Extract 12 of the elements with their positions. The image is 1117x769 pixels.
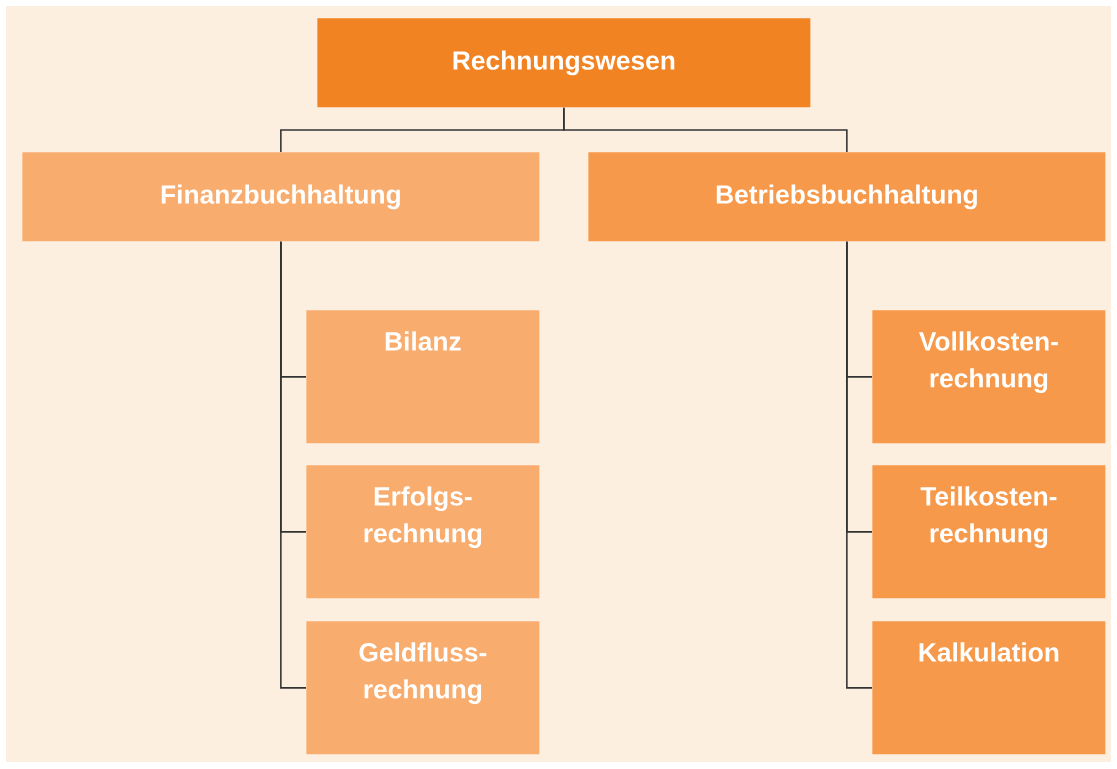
category-box: Erfolgs- rechnung — [306, 465, 540, 599]
connector-line — [846, 240, 873, 689]
category-box: Vollkosten- rechnung — [872, 310, 1106, 444]
category-box: Teilkosten- rechnung — [872, 465, 1106, 599]
connector-line — [563, 106, 848, 153]
heading-box: Rechnungswesen — [317, 18, 811, 108]
heading-box: Finanzbuchhaltung — [22, 152, 540, 242]
category-box: Bilanz — [306, 310, 540, 444]
connector-line — [280, 240, 307, 689]
category-box: Geldfluss- rechnung — [306, 621, 540, 755]
category-box: Kalkulation — [872, 621, 1106, 755]
heading-box: Betriebsbuchhaltung — [588, 152, 1106, 242]
